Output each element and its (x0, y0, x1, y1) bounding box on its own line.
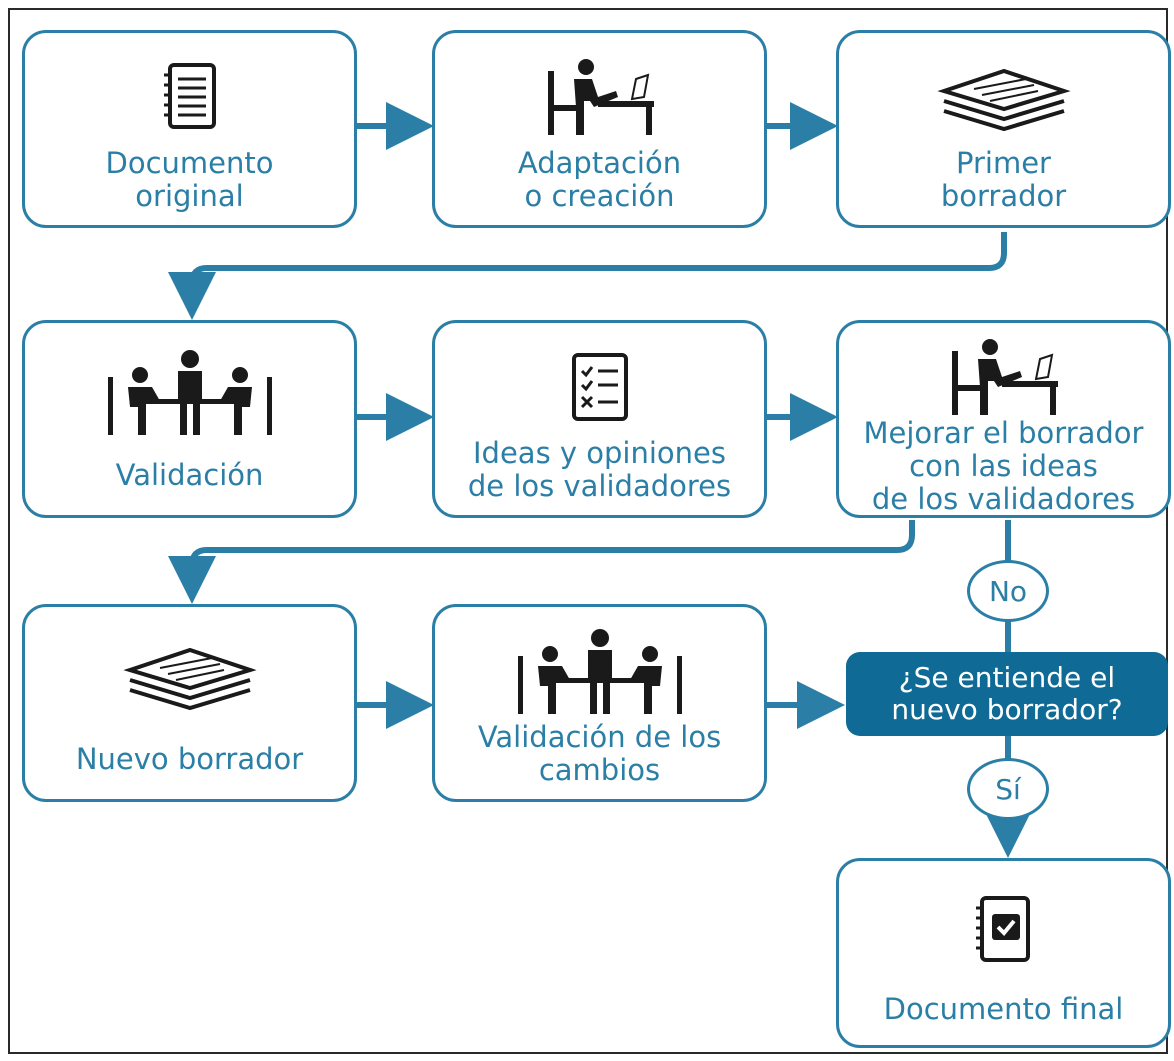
si-badge: Sí (967, 758, 1049, 820)
node-validacion: Validación (22, 320, 357, 518)
meeting-table-icon (100, 337, 280, 447)
node-documento-original: Documento original (22, 30, 357, 228)
node-label: Ideas y opiniones de los validadores (467, 436, 732, 503)
node-label: Validación de los cambios (477, 720, 722, 787)
node-label: Mejorar el borrador con las ideas de los… (863, 416, 1144, 516)
meeting-table-icon (510, 621, 690, 721)
decision-box: ¿Se entiende el nuevo borrador? (846, 652, 1168, 736)
no-badge: No (967, 560, 1049, 622)
notebook-icon (160, 47, 220, 147)
checked-notebook-icon (972, 875, 1036, 985)
node-adaptacion: Adaptación o creación (432, 30, 767, 228)
node-label: Adaptación o creación (517, 146, 682, 213)
node-label: Documento final (883, 991, 1124, 1026)
node-label: Documento original (105, 146, 274, 213)
diagram-frame (8, 8, 1168, 1054)
node-primer-borrador: Primer borrador (836, 30, 1171, 228)
node-mejorar: Mejorar el borrador con las ideas de los… (836, 320, 1171, 518)
node-validacion-cambios: Validación de los cambios (432, 604, 767, 802)
person-at-desk-icon (944, 337, 1064, 417)
node-documento-final: Documento final (836, 858, 1171, 1048)
document-stack-icon (120, 621, 260, 731)
person-at-desk-icon (540, 47, 660, 147)
node-label: Validación (115, 457, 264, 492)
node-label: Primer borrador (940, 146, 1067, 213)
node-label: Nuevo borrador (75, 741, 304, 776)
checklist-icon (568, 337, 632, 437)
node-nuevo-borrador: Nuevo borrador (22, 604, 357, 802)
node-ideas: Ideas y opiniones de los validadores (432, 320, 767, 518)
document-stack-icon (934, 47, 1074, 147)
